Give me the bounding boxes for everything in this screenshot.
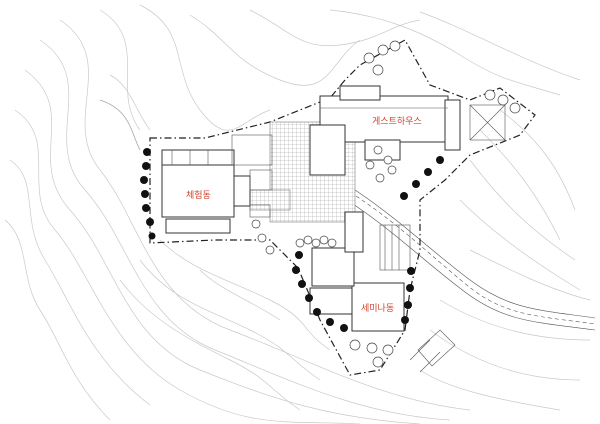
contour-lines [4, 4, 591, 424]
courtyard-details [231, 104, 506, 271]
dark-trees [140, 148, 444, 332]
seminar-hall-building [309, 211, 405, 332]
experience-hall-building [161, 149, 251, 234]
site-boundary [149, 39, 536, 376]
light-trees [251, 40, 521, 368]
seminar-hall-label: 세미나동 [361, 303, 394, 314]
guesthouse-label: 게스트하우스 [372, 116, 422, 127]
access-road [349, 189, 596, 373]
guesthouse-building [309, 85, 461, 176]
experience-hall-label: 체험동 [186, 190, 211, 201]
